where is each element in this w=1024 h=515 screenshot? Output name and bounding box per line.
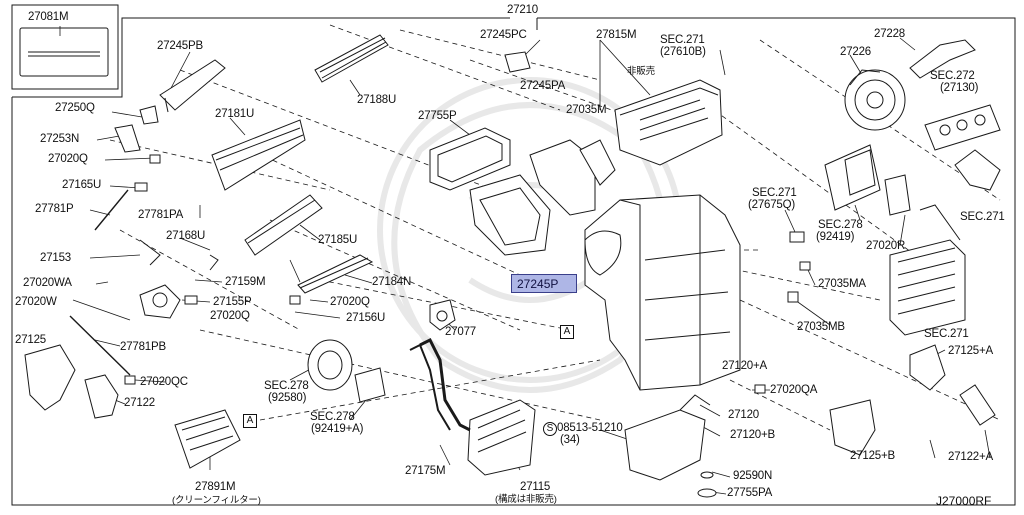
- frames: [11, 4, 1016, 506]
- label-27891M: 27891M: [195, 481, 236, 493]
- label-27210: 27210: [507, 4, 538, 16]
- label-27253N: 27253N: [40, 133, 80, 145]
- label-27020Q-a: 27020Q: [48, 153, 88, 165]
- label-27168U: 27168U: [166, 230, 206, 242]
- label-27122: 27122: [124, 397, 155, 409]
- label-27226: 27226: [840, 46, 871, 58]
- label-27125B: 27125+B: [850, 450, 895, 462]
- label-27120A: 27120+A: [722, 360, 767, 372]
- label-sec278-92580-a: SEC.278: [264, 380, 309, 392]
- label-27020Q-c: 27020Q: [330, 296, 370, 308]
- label-clean-filter: (クリーンフィルター): [172, 495, 261, 506]
- label-27020W: 27020W: [15, 296, 57, 308]
- label-27245PB: 27245PB: [157, 40, 203, 52]
- label-27781PB: 27781PB: [120, 341, 166, 353]
- reference-box-a-2: A: [243, 414, 257, 428]
- label-hanbaibai: 非販売: [627, 66, 655, 77]
- label-27159M: 27159M: [225, 276, 266, 288]
- diagram-code: J27000RF: [936, 494, 992, 508]
- label-27755PA: 27755PA: [727, 487, 773, 499]
- label-92590N: 92590N: [733, 470, 773, 482]
- label-sec278-92580-b: (92580): [268, 392, 307, 404]
- label-27181U: 27181U: [215, 108, 255, 120]
- label-sec272-b: (27130): [940, 82, 979, 94]
- label-27115: 27115: [520, 481, 551, 493]
- label-27250Q: 27250Q: [55, 102, 95, 114]
- highlighted-part-label: 27245P: [517, 277, 559, 291]
- label-sec271-27610B-b: (27610B): [660, 46, 706, 58]
- label-08513-qty: (34): [560, 434, 580, 446]
- label-27185U: 27185U: [318, 234, 358, 246]
- label-27245PC: 27245PC: [480, 29, 527, 41]
- label-27165U: 27165U: [62, 179, 102, 191]
- label-27020QA: 27020QA: [770, 384, 818, 396]
- label-27020WA: 27020WA: [23, 277, 72, 289]
- screw-s-mark: S: [543, 422, 557, 436]
- label-27035M: 27035M: [566, 104, 607, 116]
- label-27081M: 27081M: [28, 11, 69, 23]
- label-kosei: (構成は非販売): [495, 494, 557, 505]
- label-27755P: 27755P: [418, 110, 457, 122]
- label-27035MA: 27035MA: [818, 278, 866, 290]
- label-27125A: 27125+A: [948, 345, 993, 357]
- label-27153: 27153: [40, 252, 71, 264]
- label-27077: 27077: [445, 326, 476, 338]
- solid-leaders: [59, 26, 991, 495]
- label-27245PA: 27245PA: [520, 80, 566, 92]
- reference-box-a: A: [560, 325, 574, 339]
- label-27815M: 27815M: [596, 29, 637, 41]
- label-sec271-27675Q-a: SEC.271: [752, 187, 797, 199]
- label-27156U: 27156U: [346, 312, 386, 324]
- label-27020Q-b: 27020Q: [210, 310, 250, 322]
- label-27781P: 27781P: [35, 203, 74, 215]
- label-sec278-92419A-a: SEC.278: [310, 411, 355, 423]
- label-sec271-bottom: SEC.271: [924, 328, 969, 340]
- label-27120: 27120: [728, 409, 759, 421]
- label-27122A: 27122+A: [948, 451, 993, 463]
- part-drawings: [24, 34, 1001, 498]
- label-08513-51210: 08513-51210: [557, 422, 623, 434]
- label-27020R: 27020R: [866, 240, 906, 252]
- label-27120B: 27120+B: [730, 429, 775, 441]
- label-sec278-92419-a: SEC.278: [818, 219, 863, 231]
- label-sec271-27610B-a: SEC.271: [660, 34, 705, 46]
- label-27020QC: 27020QC: [140, 376, 188, 388]
- label-27781PA: 27781PA: [138, 209, 184, 221]
- label-sec278-92419-b: (92419): [816, 231, 855, 243]
- label-sec278-92419A-b: (92419+A): [311, 423, 364, 435]
- highlighted-part-27245P[interactable]: 27245P: [511, 274, 577, 293]
- label-27125: 27125: [15, 334, 46, 346]
- label-27155P: 27155P: [213, 296, 252, 308]
- label-27175M: 27175M: [405, 465, 446, 477]
- label-sec271-27675Q-b: (27675Q): [748, 199, 795, 211]
- label-27228: 27228: [874, 28, 905, 40]
- label-sec271-right: SEC.271: [960, 211, 1005, 223]
- label-27188U: 27188U: [357, 94, 397, 106]
- label-sec272-a: SEC.272: [930, 70, 975, 82]
- label-27035MB: 27035MB: [797, 321, 845, 333]
- label-27184N: 27184N: [372, 276, 412, 288]
